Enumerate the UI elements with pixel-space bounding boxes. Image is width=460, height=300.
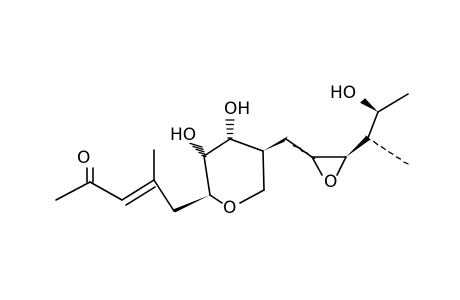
ketone-oxygen-label: O <box>77 148 90 168</box>
bond-c4-c5 <box>229 138 264 152</box>
bond-ch-carbinol <box>367 111 379 139</box>
bond-epoxide-co-left <box>311 156 323 176</box>
bond-c6-ring-o <box>239 189 265 204</box>
bond-c2-c3 <box>203 155 211 196</box>
wedge-c2-ch2 <box>173 195 210 213</box>
ring-oxygen-label: O <box>223 198 236 218</box>
side-chain-hydroxyl-label: HO <box>330 83 356 103</box>
bond-alkene <box>121 179 155 201</box>
bond-c5-c6 <box>262 150 265 191</box>
bond-epoxide-co-right <box>336 156 347 176</box>
bond-c3-c4 <box>203 138 231 157</box>
hydroxyl-right-label: OH <box>224 99 250 119</box>
hash-ch-methyl <box>365 135 409 165</box>
hash-c3-oh <box>189 142 207 158</box>
bond-terminal-methyl <box>377 93 409 113</box>
epoxide-oxygen-label: O <box>324 172 337 192</box>
bond-ring-o-c2 <box>209 194 223 204</box>
wedge-bonds <box>173 98 378 213</box>
wedge-epoxide-chain <box>346 136 370 157</box>
hash-bonds <box>189 119 409 165</box>
hash-c4-oh <box>225 119 235 139</box>
hash-epoxide-ch2 <box>292 144 316 160</box>
bond-to-allylic-ch2 <box>153 179 175 212</box>
wedge-carbinol-oh <box>360 98 378 112</box>
bond-methyl-carbonyl <box>55 181 91 201</box>
hydroxyl-left-label: HO <box>170 125 196 145</box>
wedge-c5-ch2 <box>263 136 288 151</box>
skeleton-bonds <box>55 93 409 212</box>
bond-carbonyl-alpha <box>89 181 123 201</box>
bond-alkene-inner <box>125 186 156 206</box>
